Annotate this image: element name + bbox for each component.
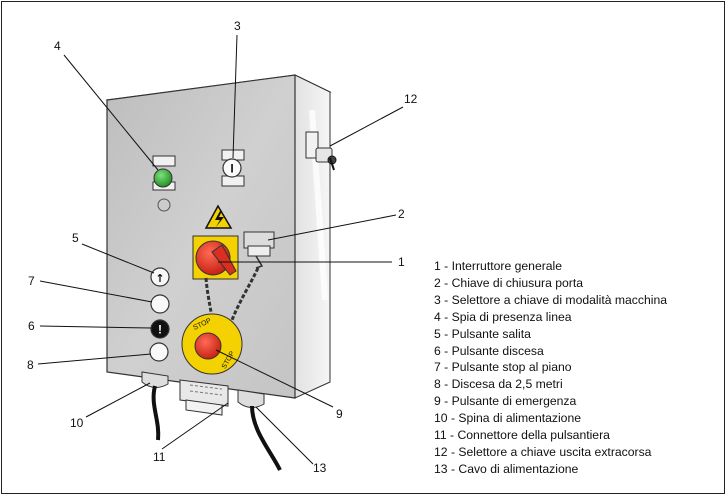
legend-item: 6 - Pulsante discesa [434,343,544,358]
lamp-housing-top [152,155,176,167]
leader-lines [37,34,404,465]
down-button-icon [150,319,170,339]
legend-list: 1 - Interruttore generale 2 - Chiave di … [434,258,667,478]
callout-3: 3 [234,19,241,33]
leader-11 [161,402,229,450]
legend-item: 7 - Pulsante stop al piano [434,360,572,375]
key-selector-mark: I [230,162,233,176]
callout-5: 5 [72,231,79,245]
emergency-stop-button-icon [194,332,222,360]
callout-13: 13 [313,461,327,475]
leader-6 [39,325,152,329]
button-stop-floor [150,294,170,314]
leader-5 [81,243,155,274]
legend-item: 5 - Pulsante salita [434,326,531,341]
stop-floor-button-icon [150,294,170,314]
legend-item: 3 - Selettore a chiave di modalità macch… [434,292,668,307]
button-down: ! [150,319,170,339]
leader-12 [329,106,404,147]
key-selector-icon [222,158,242,178]
button-up: ↑ [150,267,170,287]
descend-button-icon [149,342,169,362]
button-descend [149,342,169,362]
up-button-mark: ↑ [155,272,164,285]
callout-12: 12 [404,92,418,106]
power-plug-cable [151,385,161,441]
main-switch [192,235,239,280]
legend-item: 8 - Discesa da 2,5 metri [434,377,563,392]
legend-item: 13 - Cavo di alimentazione [434,461,579,476]
high-voltage-warning [204,204,233,229]
leader-7 [39,280,153,303]
power-cable [250,405,282,471]
side-key-blade [329,157,335,171]
side-key-selector [305,131,337,171]
callout-10: 10 [70,416,84,430]
line-presence-lamp [152,155,176,191]
emergency-stop: STOP STOP [181,313,243,375]
callout-11: 11 [153,450,166,464]
legend-item: 4 - Spia di presenza linea [434,309,572,324]
leader-13 [255,406,314,465]
pendant-connector-body [179,379,229,407]
door-lock-tongue [255,255,264,269]
legend-item: 2 - Chiave di chiusura porta [434,275,584,290]
legend-item: 11 - Connettore della pulsantiera [434,428,610,443]
callout-6: 6 [28,319,35,333]
legend-item: 1 - Interruttore generale [434,259,563,273]
leader-4 [63,54,159,171]
legend-item: 12 - Selettore a chiave uscita extracors… [434,444,652,459]
bottom-connectors [141,371,282,471]
leader-8 [37,353,152,365]
green-lamp-icon [153,168,173,188]
lightning-bolt-icon [215,211,224,227]
down-button-mark: ! [158,323,162,337]
leader-3 [232,34,238,159]
leader-10 [85,382,151,418]
callout-9: 9 [336,407,343,421]
leader-9 [215,349,334,408]
connector-ribs [189,384,223,396]
blank-hole [157,198,171,212]
legend-item: 9 - Pulsante di emergenza [434,394,577,409]
callout-4: 4 [54,39,61,53]
up-button-icon [150,267,170,287]
callout-1: 1 [398,255,405,269]
pendant-connector-lower [185,399,223,416]
leader-2 [267,214,397,241]
callout-numbers: 4 3 12 2 1 5 7 6 8 9 10 11 13 [27,19,418,475]
door-lock-front [247,245,271,257]
callout-8: 8 [27,358,34,372]
callout-7: 7 [28,274,35,288]
side-key-plate [305,131,319,159]
callout-2: 2 [398,207,405,221]
legend-item: 10 - Spina di alimentazione [434,411,582,426]
